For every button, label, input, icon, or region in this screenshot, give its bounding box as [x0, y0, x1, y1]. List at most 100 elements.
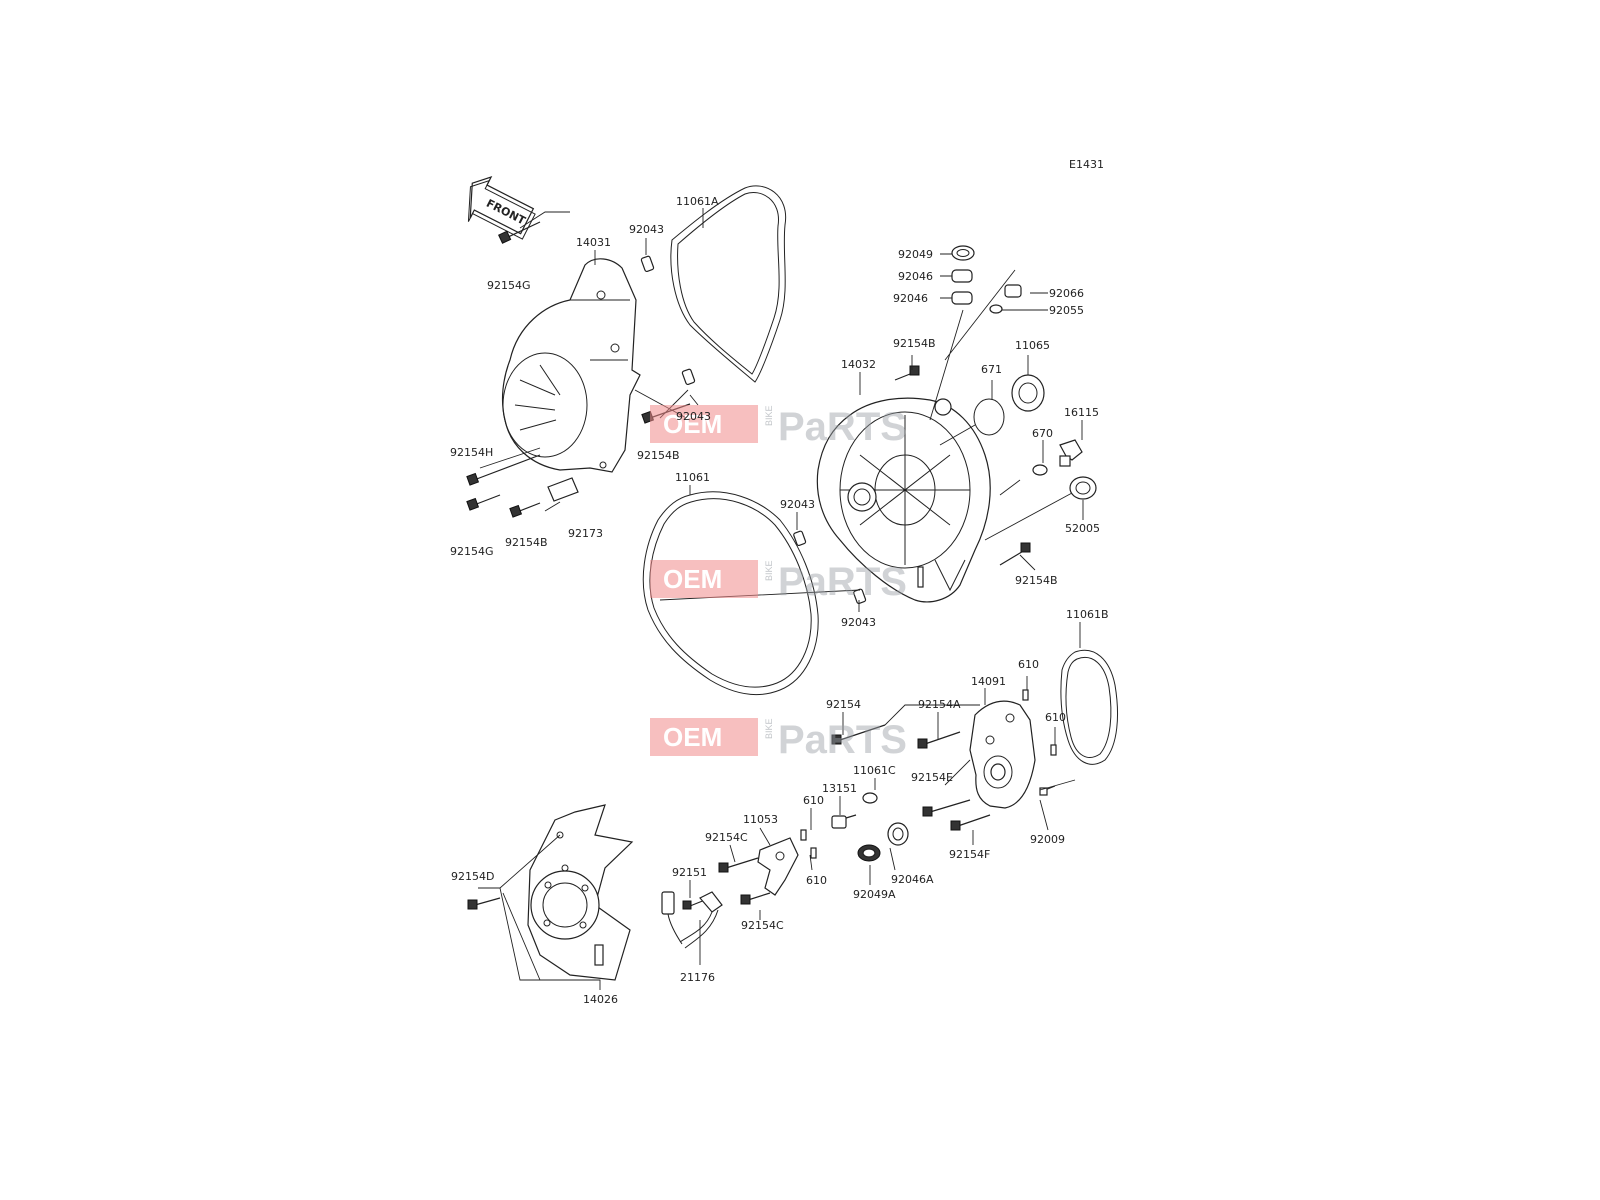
label-610-a: 610: [1018, 658, 1039, 671]
gasket-11061A: [670, 185, 787, 383]
dipstick-16115: [1059, 439, 1083, 467]
bolt-92151: [682, 899, 706, 910]
svg-text:BIKE: BIKE: [764, 560, 774, 581]
label-14031: 14031: [576, 236, 611, 249]
label-610-d: 610: [806, 874, 827, 887]
label-92154H: 92154H: [450, 446, 493, 459]
label-92154B-bot: 92154B: [505, 536, 548, 549]
o-ring-671: [973, 398, 1005, 436]
pin-610-d: [810, 847, 817, 859]
pin-610-b: [1050, 744, 1057, 756]
cover-14091: [969, 700, 1036, 809]
label-92046-a: 92046: [898, 270, 933, 283]
label-52005: 52005: [1065, 522, 1100, 535]
sprocket-cover-14026: [527, 804, 634, 981]
seal-92046-a: [951, 269, 973, 283]
bolt-92154B-top: [894, 365, 920, 381]
label-11065: 11065: [1015, 339, 1050, 352]
watermark-bottom: OEM BIKE PaRTS: [650, 718, 907, 762]
label-21176: 21176: [680, 971, 715, 984]
label-92173: 92173: [568, 527, 603, 540]
label-92043-top: 92043: [629, 223, 664, 236]
bracket-11053: [757, 837, 799, 896]
gasket-11061B: [1060, 649, 1119, 765]
label-92154D: 92154D: [451, 870, 494, 883]
bolt-92009: [1039, 785, 1056, 796]
seal-92049A: [857, 844, 881, 862]
label-14032: 14032: [841, 358, 876, 371]
bolt-92154H: [466, 454, 541, 486]
label-92049A: 92049A: [853, 888, 896, 901]
bolt-92154D: [467, 897, 501, 910]
label-92154C-top: 92154C: [705, 831, 748, 844]
label-14026: 14026: [583, 993, 618, 1006]
seal-92046-b: [951, 291, 973, 305]
label-92154B-right: 92154B: [1015, 574, 1058, 587]
watermark-top: OEM BIKE PaRTS: [650, 405, 907, 449]
svg-text:BIKE: BIKE: [764, 405, 774, 426]
label-92154B-left: 92154B: [637, 449, 680, 462]
label-92043-mid: 92043: [676, 410, 711, 423]
label-92154: 92154: [826, 698, 861, 711]
label-11061A: 11061A: [676, 195, 719, 208]
bolt-92154E: [922, 799, 971, 817]
label-671: 671: [981, 363, 1002, 376]
bolt-92154G-top: [498, 221, 541, 244]
label-92154B-top: 92154B: [893, 337, 936, 350]
label-11053: 11053: [743, 813, 778, 826]
label-670: 670: [1032, 427, 1053, 440]
pin-610-a: [1022, 689, 1029, 701]
label-92046-b: 92046: [893, 292, 928, 305]
bolt-92154C-bot: [740, 892, 771, 905]
dowel-pin-92043-c: [793, 530, 807, 546]
label-92154E: 92154E: [911, 771, 953, 784]
label-11061B: 11061B: [1066, 608, 1109, 621]
label-92055: 92055: [1049, 304, 1084, 317]
label-11061: 11061: [675, 471, 710, 484]
label-11061C: 11061C: [853, 764, 896, 777]
svg-text:OEM: OEM: [663, 722, 722, 752]
label-92151: 92151: [672, 866, 707, 879]
label-92043-d: 92043: [841, 616, 876, 629]
diagram-code: E1431: [1069, 158, 1104, 171]
bolt-92154A: [917, 731, 961, 749]
label-92049: 92049: [898, 248, 933, 261]
cap-11065: [1011, 374, 1045, 412]
bolt-92154B-right: [999, 542, 1031, 566]
label-92009: 92009: [1030, 833, 1065, 846]
label-92046A: 92046A: [891, 873, 934, 886]
sensor-13151: [831, 814, 857, 829]
o-ring-92055: [989, 304, 1003, 314]
bolt-92154F: [950, 814, 991, 831]
label-610-c: 610: [803, 794, 824, 807]
watermark-middle: OEM BIKE PaRTS: [650, 560, 907, 604]
label-92154A: 92154A: [918, 698, 961, 711]
bolt-92154C-top: [718, 857, 759, 873]
svg-text:OEM: OEM: [663, 564, 722, 594]
oil-seal-52005: [1069, 476, 1097, 500]
label-14091: 14091: [971, 675, 1006, 688]
label-92154G-top: 92154G: [487, 279, 531, 292]
dowel-pin-92043-top: [640, 255, 655, 272]
pin-610-c: [800, 829, 807, 841]
seal-92049: [951, 245, 975, 261]
plug-92066: [1004, 284, 1022, 298]
svg-text:OEM: OEM: [663, 409, 722, 439]
o-ring-11061C: [862, 792, 878, 804]
label-16115: 16115: [1064, 406, 1099, 419]
label-92066: 92066: [1049, 287, 1084, 300]
bolt-92154: [831, 724, 886, 745]
label-92154G-bot: 92154G: [450, 545, 494, 558]
clamp-92173: [547, 477, 579, 502]
label-92154C-bot: 92154C: [741, 919, 784, 932]
label-92154F: 92154F: [949, 848, 990, 861]
svg-text:PaRTS: PaRTS: [778, 405, 907, 449]
label-610-b: 610: [1045, 711, 1066, 724]
left-engine-cover-14031: [501, 258, 641, 473]
dowel-pin-92043-mid: [681, 368, 696, 385]
label-13151: 13151: [822, 782, 857, 795]
bolt-92154G-bot: [466, 494, 501, 511]
seal-92046A: [887, 822, 909, 846]
svg-text:BIKE: BIKE: [764, 718, 774, 739]
